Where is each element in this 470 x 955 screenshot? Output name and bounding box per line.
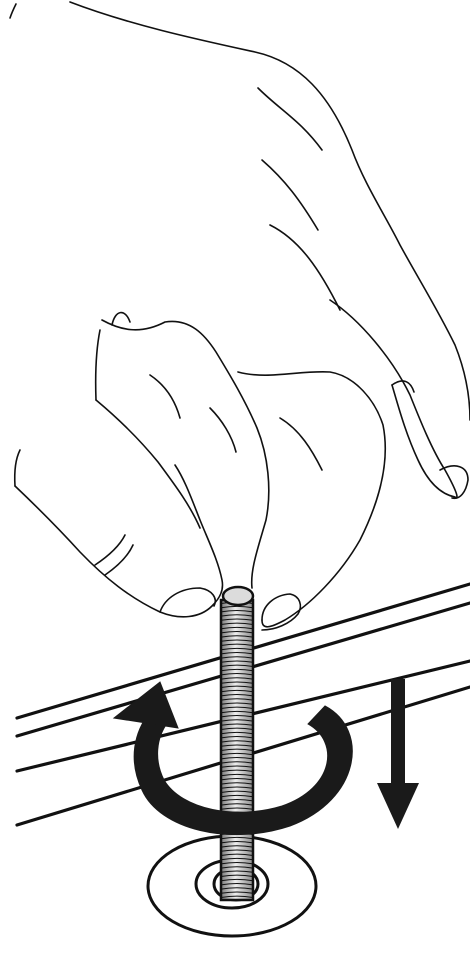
hand-crease-3 [270, 225, 340, 310]
thumb [15, 465, 223, 617]
palm-lower [96, 330, 100, 400]
thumb-base [15, 450, 20, 486]
palm-line [96, 400, 200, 528]
index-finger [102, 320, 269, 588]
middle-finger [238, 372, 385, 627]
hand-outline-top [70, 2, 470, 420]
down-arrow-shaft [391, 679, 405, 787]
threaded-rod [221, 587, 253, 900]
middle-finger-nail [262, 594, 300, 630]
hand-knuckle-crease [258, 88, 322, 150]
thumb-crease-2 [105, 545, 133, 575]
index-crease-1 [150, 375, 180, 418]
down-arrow-head [377, 783, 419, 829]
hand [10, 2, 470, 630]
hand-knuckle-crease-2 [262, 160, 318, 230]
ring-finger [330, 300, 457, 497]
thumb-nail [160, 588, 215, 612]
rod-top [223, 587, 253, 605]
thumb-crease-1 [95, 535, 125, 565]
middle-finger-crease [280, 418, 322, 470]
down-arrow [377, 679, 419, 829]
wrist-fragment [10, 4, 16, 18]
index-crease-2 [210, 408, 236, 452]
index-knuckle [112, 313, 130, 325]
